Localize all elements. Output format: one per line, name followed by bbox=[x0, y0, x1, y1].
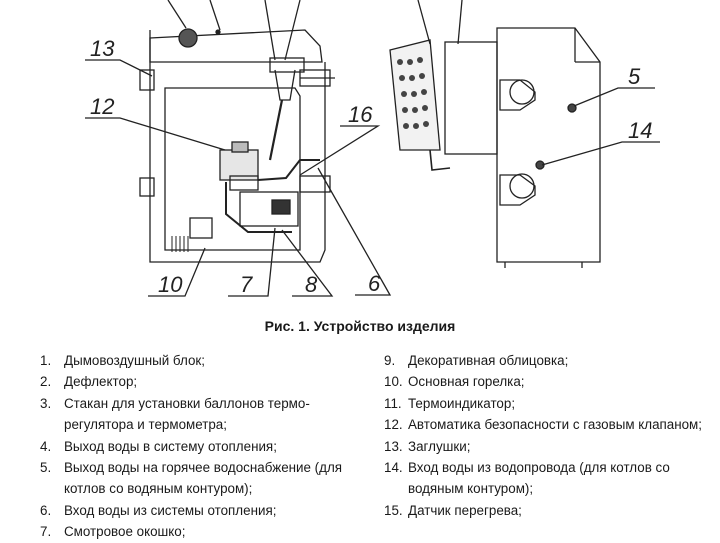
deflector-cap bbox=[178, 28, 198, 48]
grille-holes bbox=[397, 57, 429, 129]
gas-valve-automatic bbox=[219, 149, 259, 181]
water-inlet bbox=[299, 175, 331, 193]
legend-num: 4. bbox=[40, 438, 52, 454]
legend-text: Заглушки; bbox=[408, 438, 471, 454]
legend-item: 6. Вход воды из системы отопления; bbox=[40, 500, 370, 521]
legend-item: 1. Дымовоздушный блок; bbox=[40, 350, 370, 371]
legend-num: 5. bbox=[40, 460, 52, 476]
legend-item: 7. Смотровое окошко; bbox=[40, 521, 370, 542]
legend-item: 14. Вход воды из водопровода (для котлов … bbox=[384, 457, 714, 500]
callout-13: 13 bbox=[90, 36, 115, 61]
legend-text: Декоративная облицовка; bbox=[408, 353, 569, 368]
legend-num: 1. bbox=[40, 353, 52, 368]
side-pipe-bottom bbox=[499, 174, 536, 206]
legend-num: 3. bbox=[40, 395, 52, 411]
legend-num: 10. bbox=[384, 374, 403, 390]
burner-block bbox=[239, 191, 299, 227]
legend-num: 9. bbox=[384, 353, 396, 368]
legend-num: 12. bbox=[384, 417, 403, 433]
thermostat-holder bbox=[269, 57, 305, 73]
callout-7: 7 bbox=[240, 272, 253, 297]
legend-item: 13. Заглушки; bbox=[384, 436, 714, 457]
sight-window bbox=[271, 199, 291, 215]
legend-text: Дефлектор; bbox=[64, 374, 138, 390]
vent-grille bbox=[171, 236, 189, 252]
legend-item: 9. Декоративная облицовка; bbox=[384, 350, 714, 371]
legend-text: Основная горелка; bbox=[408, 374, 525, 390]
legend-item: 10. Основная горелка; bbox=[384, 371, 714, 392]
legend-text: Смотровое окошко; bbox=[64, 524, 186, 540]
legend-text: Вход воды из водопровода (для котлов со … bbox=[408, 460, 670, 497]
legend-item: 3. Стакан для установки баллонов термо-ре… bbox=[40, 393, 370, 436]
legend-item: 2. Дефлектор; bbox=[40, 371, 370, 392]
callout-16: 16 bbox=[348, 102, 373, 127]
legend-num: 7. bbox=[40, 524, 52, 540]
legend-num: 15. bbox=[384, 502, 403, 518]
plug-bottom bbox=[139, 177, 155, 197]
legend-text: Термоиндикатор; bbox=[408, 395, 516, 411]
legend-item: 11. Термоиндикатор; bbox=[384, 393, 714, 414]
legend-num: 6. bbox=[40, 502, 52, 518]
legend-item: 5. Выход воды на горячее водоснабжение (д… bbox=[40, 457, 370, 500]
legend-num: 14. bbox=[384, 460, 403, 476]
side-pipe-top bbox=[499, 79, 536, 111]
callout-8: 8 bbox=[305, 272, 318, 297]
legend-num: 13. bbox=[384, 438, 403, 454]
legend-right-column: 9. Декоративная облицовка; 10. Основная го… bbox=[384, 350, 714, 521]
legend-text: Выход воды на горячее водоснабжение (для… bbox=[64, 460, 343, 497]
legend-item: 15. Датчик перегрева; bbox=[384, 500, 714, 521]
thermo-indicator bbox=[189, 217, 213, 239]
callout-12: 12 bbox=[90, 94, 114, 119]
legend-left-column: 1. Дымовоздушный блок; 2. Дефлектор; 3. Ста… bbox=[40, 350, 370, 543]
callout-6: 6 bbox=[368, 271, 381, 296]
left-boiler-top-block bbox=[149, 29, 323, 63]
plug-top bbox=[139, 69, 155, 91]
left-boiler-body bbox=[149, 30, 326, 263]
figure-caption: Рис. 1. Устройство изделия bbox=[264, 318, 456, 334]
legend-item: 12. Автоматика безопасности с газовым кла… bbox=[384, 414, 714, 435]
callout-5: 5 bbox=[628, 64, 641, 89]
legend-text: Стакан для установки баллонов термо-регу… bbox=[64, 395, 310, 433]
legend-text: Вход воды из системы отопления; bbox=[64, 502, 277, 518]
legend-num: 2. bbox=[40, 374, 52, 390]
legend-text: Выход воды в систему отопления; bbox=[64, 438, 277, 454]
legend-item: 4. Выход воды в систему отопления; bbox=[40, 436, 370, 457]
legend-text: Датчик перегрева; bbox=[408, 502, 522, 518]
callout-10: 10 bbox=[158, 272, 183, 297]
legend-text: Дымовоздушный блок; bbox=[64, 353, 205, 368]
callout-14: 14 bbox=[628, 118, 652, 143]
boiler-technical-drawing: 13 12 16 10 7 8 6 5 14 bbox=[85, 0, 660, 297]
right-boiler-body bbox=[496, 27, 601, 263]
smoke-air-duct bbox=[444, 41, 498, 155]
inner-panel bbox=[164, 87, 301, 251]
legend-text: Автоматика безопасности с газовым клапан… bbox=[408, 417, 702, 433]
legend-num: 11. bbox=[384, 395, 402, 411]
